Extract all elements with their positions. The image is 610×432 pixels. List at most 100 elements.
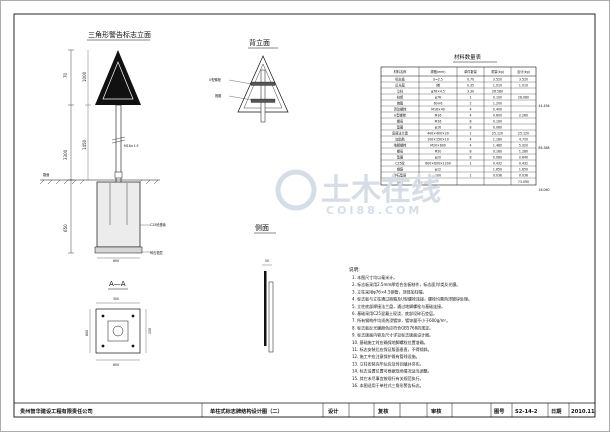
table-cell: 8: [469, 155, 471, 159]
table-cell: 0.100: [493, 95, 502, 99]
table-header-cell: 规格(mm): [430, 69, 445, 74]
inner-frame: [13, 13, 596, 418]
table-cell: 28.080: [518, 95, 529, 99]
table-cell: 0.060: [493, 125, 502, 129]
table-cell: M16×40: [431, 107, 445, 111]
table-cell: 4.720: [519, 137, 528, 141]
table-cell: M16: [435, 113, 442, 117]
table-cell: 8: [469, 149, 471, 153]
table-cell: 滑动螺栓: [394, 106, 408, 111]
side-pole: [268, 281, 274, 353]
back-clamp-bottom: [250, 98, 276, 103]
table-cell: U型螺栓: [394, 112, 407, 117]
table-cell: 3.520: [519, 77, 528, 81]
note-line: 11. 标志安装后应保证版面垂直，不得倾斜。: [352, 346, 432, 352]
side-title: 侧面: [255, 223, 269, 232]
note-line: 9. 标志版面内容及尺寸详见标志版面设计图。: [352, 332, 433, 338]
dim-total: 3300: [63, 149, 68, 160]
table-side-total: 44.456: [538, 104, 549, 108]
table-cell: I类: [436, 82, 441, 87]
note-line: 5. 立柱底部焊接法兰盘，通过地脚螺栓与基础连接。: [352, 303, 445, 309]
table-cell: 螺母: [397, 148, 403, 153]
table-cell: 0.036: [493, 173, 502, 177]
bolt-hole-1: [101, 314, 105, 318]
watermark-main: 土木在线: [321, 173, 441, 208]
table-cell: 0.080: [493, 155, 502, 159]
dim-plate: 1000: [82, 71, 87, 82]
table-cell: 4: [469, 137, 471, 141]
table-cell: M16: [435, 119, 442, 123]
sign-pole: [115, 104, 122, 184]
back-clamp-top: [250, 81, 276, 86]
table-cell: 碎石垫层: [394, 172, 407, 177]
table-cell: 反光膜: [395, 82, 405, 87]
note-line: 16. 本图适用于单柱式三角形警告标志。: [352, 382, 424, 388]
table-cell: 1: [469, 95, 471, 99]
drawing-no: S2-14-2: [515, 409, 538, 415]
date-value: 2010.11: [571, 409, 595, 415]
note-line: 12. 施工中应注意保护既有管线设施。: [352, 353, 420, 359]
section-top-label: 300: [113, 297, 119, 301]
section-title: A—A: [109, 280, 126, 288]
dim-plate-bottom: 1450: [82, 139, 87, 150]
table-cell: 4: [469, 113, 471, 117]
table-cell: 0.432: [519, 161, 528, 165]
table-cell: δ=2.5: [433, 77, 443, 81]
drawing-title: 单柱式标志牌结构设计图（二）: [210, 407, 283, 415]
table-cell: 0.036: [519, 173, 528, 177]
table-cell: 1.180: [493, 137, 502, 141]
table-cell: 400×400×20: [427, 131, 449, 135]
table-cell: 抱箍: [397, 100, 404, 105]
table-cell: 8: [469, 125, 471, 129]
table-side-total: 16.060: [538, 188, 549, 192]
side-plate: [264, 271, 267, 346]
table-cell: 100: [435, 173, 441, 177]
table-header-cell: 材料名称: [394, 69, 408, 74]
title-block: 贵州智华建设工程有限责任公司 单柱式标志牌结构设计图（二） 设计 复核 审核 图…: [14, 402, 595, 417]
table-cell: 4: [469, 107, 471, 111]
table-cell: 100×150×10: [427, 137, 449, 141]
note-line: 14. 标志设置位置可根据现场情况适当调整。: [352, 368, 432, 374]
dim-plate-top: 70: [63, 72, 68, 78]
table-cell: 地脚螺栓: [394, 142, 408, 147]
table-cell: 1.010: [519, 83, 528, 87]
table-header-cell: 合计(kg): [517, 69, 530, 74]
section-mid-label: 600: [113, 363, 119, 367]
section-pole-circle: [112, 325, 124, 337]
note-line: 8. 标志板反光膜颜色应符合GB5768的规定。: [352, 324, 433, 330]
elevation-title: 三角形警告标志立面: [88, 30, 151, 39]
table-cell: 底座法兰盘: [392, 130, 409, 135]
table-cell: 0.160: [493, 149, 502, 153]
note-line: 3. 立柱采用φ76×4.5钢管，顶部加柱帽。: [352, 288, 427, 294]
notes-lines: 1. 本图尺寸均以毫米计。2. 标志板采用2.5mm厚铝合金板制作，标志面为I类…: [352, 274, 472, 388]
table-side-total: 86.388: [538, 146, 549, 150]
table-cell: 1.200: [493, 101, 502, 105]
note-line: 10. 基础施工时应确保地脚螺栓位置准确。: [352, 339, 428, 345]
back-label-0: U型螺栓: [209, 77, 222, 82]
note-line: 6. 基础采用C25混凝土现浇，底部设碎石垫层。: [352, 310, 437, 316]
back-pole: [260, 69, 266, 123]
notes-heading: 说明:: [349, 266, 360, 273]
table-cell: 立柱: [397, 88, 404, 93]
gravel-bed: [94, 246, 143, 254]
table-cell: 2: [469, 101, 471, 105]
table-cell: 60×6: [434, 101, 443, 105]
table-cell: 25.120: [518, 131, 529, 135]
concrete-foundation: [96, 181, 141, 248]
back-title: 背立面: [249, 38, 270, 47]
table-cell: 0.600: [493, 113, 502, 117]
table-cell: 1: [469, 131, 471, 135]
back-view: 背立面 U型螺栓 抱箍: [209, 38, 289, 123]
table-cell: φ16: [435, 125, 441, 129]
table-cell: 0.100: [493, 119, 502, 123]
review-label: 复核: [377, 407, 389, 415]
table-cell: 1.650: [519, 167, 528, 171]
section-left-label: 600: [85, 330, 89, 336]
table-cell: 0.432: [493, 161, 502, 165]
section-inner-square: [107, 320, 129, 342]
back-label-1: 抱箍: [215, 93, 222, 98]
table-cell: φ76: [435, 95, 441, 99]
